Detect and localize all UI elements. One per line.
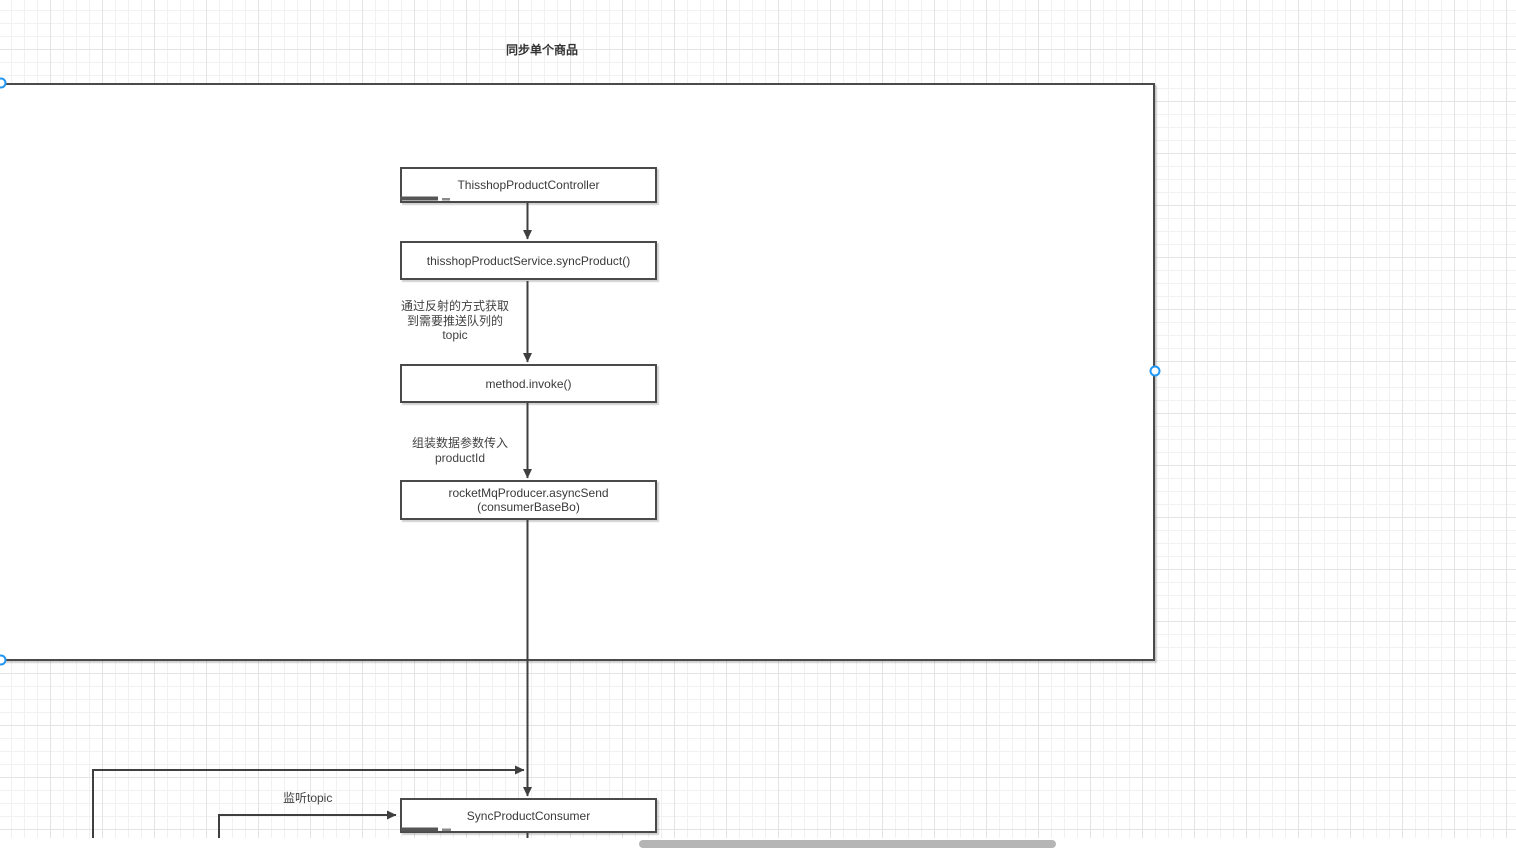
edge-listen-topic[interactable]	[218, 810, 397, 838]
node-label: thisshopProductService.syncProduct()	[426, 253, 631, 268]
horizontal-scrollbar-track[interactable]	[0, 838, 1516, 848]
node-label: ThisshopProductController	[457, 178, 600, 192]
edge-label-reflection-topic[interactable]: 通过反射的方式获取 到需要推送队列的 topic	[400, 299, 509, 342]
node-label: method.invoke()	[485, 376, 572, 391]
edge-label-assemble-productid[interactable]: 组装数据参数传入 productId	[411, 436, 508, 465]
horizontal-scrollbar-thumb[interactable]	[639, 840, 1056, 848]
diagram-title-label[interactable]: 同步单个商品	[505, 43, 578, 57]
node-rocketmq-producer[interactable]: rocketMqProducer.asyncSend (consumerBase…	[400, 480, 657, 520]
node-method-invoke[interactable]: method.invoke()	[400, 364, 657, 403]
edge-label-listen-topic[interactable]: 监听topic	[283, 791, 333, 805]
node-label: SyncProductConsumer	[466, 808, 591, 823]
node-sync-product-service[interactable]: thisshopProductService.syncProduct()	[400, 241, 657, 280]
node-label: rocketMqProducer.asyncSend (consumerBase…	[448, 486, 609, 514]
node-sync-product-consumer[interactable]: SyncProductConsumer	[400, 798, 657, 833]
node-thisshop-product-controller[interactable]: ThisshopProductController	[400, 167, 657, 203]
